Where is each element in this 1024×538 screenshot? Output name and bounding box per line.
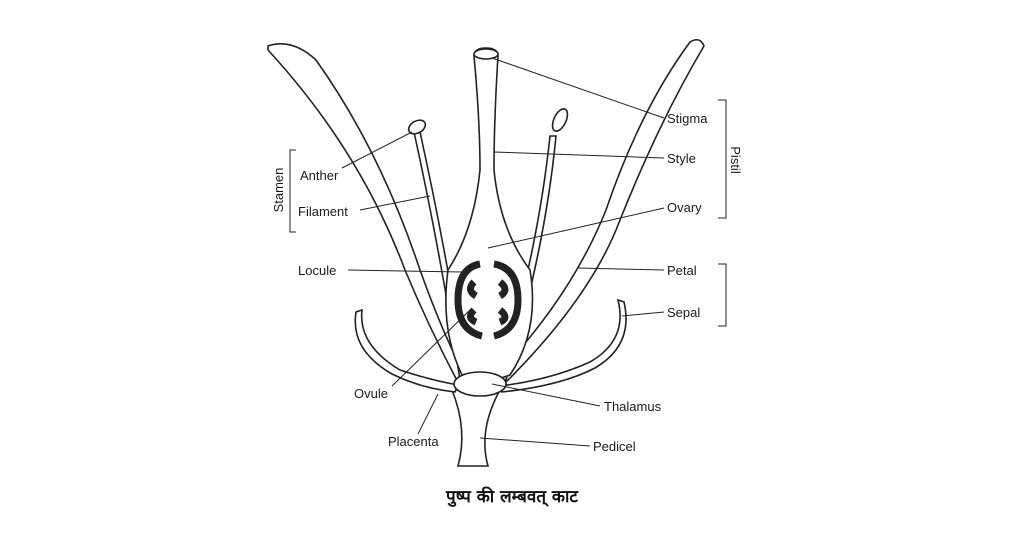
thalamus-shape xyxy=(453,371,507,397)
label-anther: Anther xyxy=(300,168,339,183)
locule-right xyxy=(492,260,522,340)
label-placenta: Placenta xyxy=(388,434,439,449)
label-pedicel: Pedicel xyxy=(593,439,636,454)
label-filament: Filament xyxy=(298,204,348,219)
anther-right xyxy=(551,108,569,132)
label-locule: Locule xyxy=(298,263,336,278)
label-stamen: Stamen xyxy=(271,168,286,213)
locule-left xyxy=(454,260,484,340)
label-style: Style xyxy=(667,151,696,166)
anther-left xyxy=(407,119,427,135)
label-ovary: Ovary xyxy=(667,200,702,215)
pedicel xyxy=(450,389,502,467)
sepal-right xyxy=(498,298,627,393)
label-petal: Petal xyxy=(667,263,697,278)
petal-right xyxy=(488,38,705,390)
leader-lines xyxy=(289,57,727,447)
label-pistil: Pistil xyxy=(728,146,743,174)
label-sepal: Sepal xyxy=(667,305,700,320)
diagram-caption: पुष्प की लम्बवत् काट xyxy=(446,487,578,507)
pistil xyxy=(445,47,534,381)
label-stigma: Stigma xyxy=(667,111,708,126)
stigma-shape xyxy=(473,48,499,60)
sepal-left xyxy=(354,308,460,393)
label-ovule: Ovule xyxy=(354,386,388,401)
label-thalamus: Thalamus xyxy=(604,399,662,414)
